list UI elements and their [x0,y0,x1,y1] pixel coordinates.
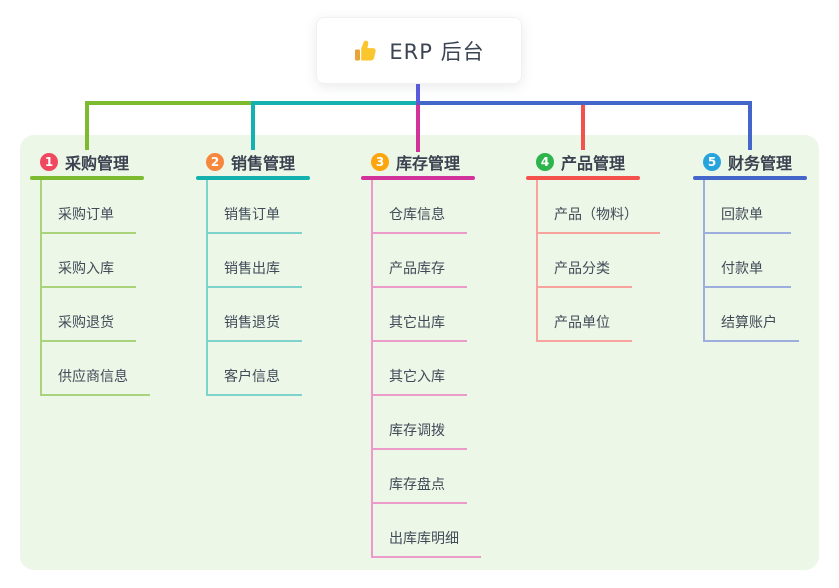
topic-label: 财务管理 [728,154,793,173]
child-node[interactable]: 库存盘点 [373,450,467,504]
topic-purchase[interactable]: 1 采购管理 [30,148,210,176]
topic-label: 库存管理 [396,154,461,173]
child-node[interactable]: 供应商信息 [42,342,150,396]
child-node[interactable]: 产品（物料） [538,180,660,234]
child-node[interactable]: 销售退货 [208,288,302,342]
topic-product[interactable]: 4 产品管理 [526,148,706,176]
badge-5-icon: 5 [703,153,721,171]
branch-product: 4 产品管理 产品（物料） 产品分类 产品单位 [526,148,706,342]
topic-underline [693,176,807,180]
topic-sales[interactable]: 2 销售管理 [196,148,376,176]
child-node[interactable]: 销售订单 [208,180,302,234]
child-list: 产品（物料） 产品分类 产品单位 [536,180,706,342]
badge-2-icon: 2 [206,153,224,171]
badge-3-icon: 3 [371,153,389,171]
child-node[interactable]: 仓库信息 [373,180,467,234]
topic-underline [361,176,475,180]
child-node[interactable]: 销售出库 [208,234,302,288]
badge-1-icon: 1 [40,153,58,171]
badge-4-icon: 4 [536,153,554,171]
child-node[interactable]: 库存调拨 [373,396,467,450]
child-node[interactable]: 产品单位 [538,288,632,342]
child-node[interactable]: 其它出库 [373,288,467,342]
child-list: 采购订单 采购入库 采购退货 供应商信息 [40,180,210,396]
child-node[interactable]: 采购订单 [42,180,136,234]
child-node[interactable]: 付款单 [705,234,791,288]
child-node[interactable]: 出库库明细 [373,504,481,558]
child-node[interactable]: 客户信息 [208,342,302,396]
child-node[interactable]: 回款单 [705,180,791,234]
topic-label: 产品管理 [561,154,626,173]
topic-label: 采购管理 [65,154,130,173]
topic-inventory[interactable]: 3 库存管理 [361,148,541,176]
branch-inventory: 3 库存管理 仓库信息 产品库存 其它出库 其它入库 库存调拨 库存盘点 出库库… [361,148,541,558]
child-node[interactable]: 结算账户 [705,288,799,342]
thumbs-up-icon [355,40,377,60]
child-list: 仓库信息 产品库存 其它出库 其它入库 库存调拨 库存盘点 出库库明细 [371,180,541,558]
topic-finance[interactable]: 5 财务管理 [693,148,839,176]
root-node-label: ERP 后台 [389,39,485,64]
topic-underline [30,176,144,180]
child-node[interactable]: 其它入库 [373,342,467,396]
child-list: 销售订单 销售出库 销售退货 客户信息 [206,180,376,396]
topic-underline [196,176,310,180]
child-list: 回款单 付款单 结算账户 [703,180,839,342]
child-node[interactable]: 产品库存 [373,234,467,288]
topic-underline [526,176,640,180]
branch-sales: 2 销售管理 销售订单 销售出库 销售退货 客户信息 [196,148,376,396]
child-node[interactable]: 产品分类 [538,234,632,288]
branch-finance: 5 财务管理 回款单 付款单 结算账户 [693,148,839,342]
child-node[interactable]: 采购退货 [42,288,136,342]
branch-purchase: 1 采购管理 采购订单 采购入库 采购退货 供应商信息 [30,148,210,396]
branches-panel [20,135,819,570]
child-node[interactable]: 采购入库 [42,234,136,288]
root-node[interactable]: ERP 后台 [316,17,522,84]
topic-label: 销售管理 [231,154,296,173]
